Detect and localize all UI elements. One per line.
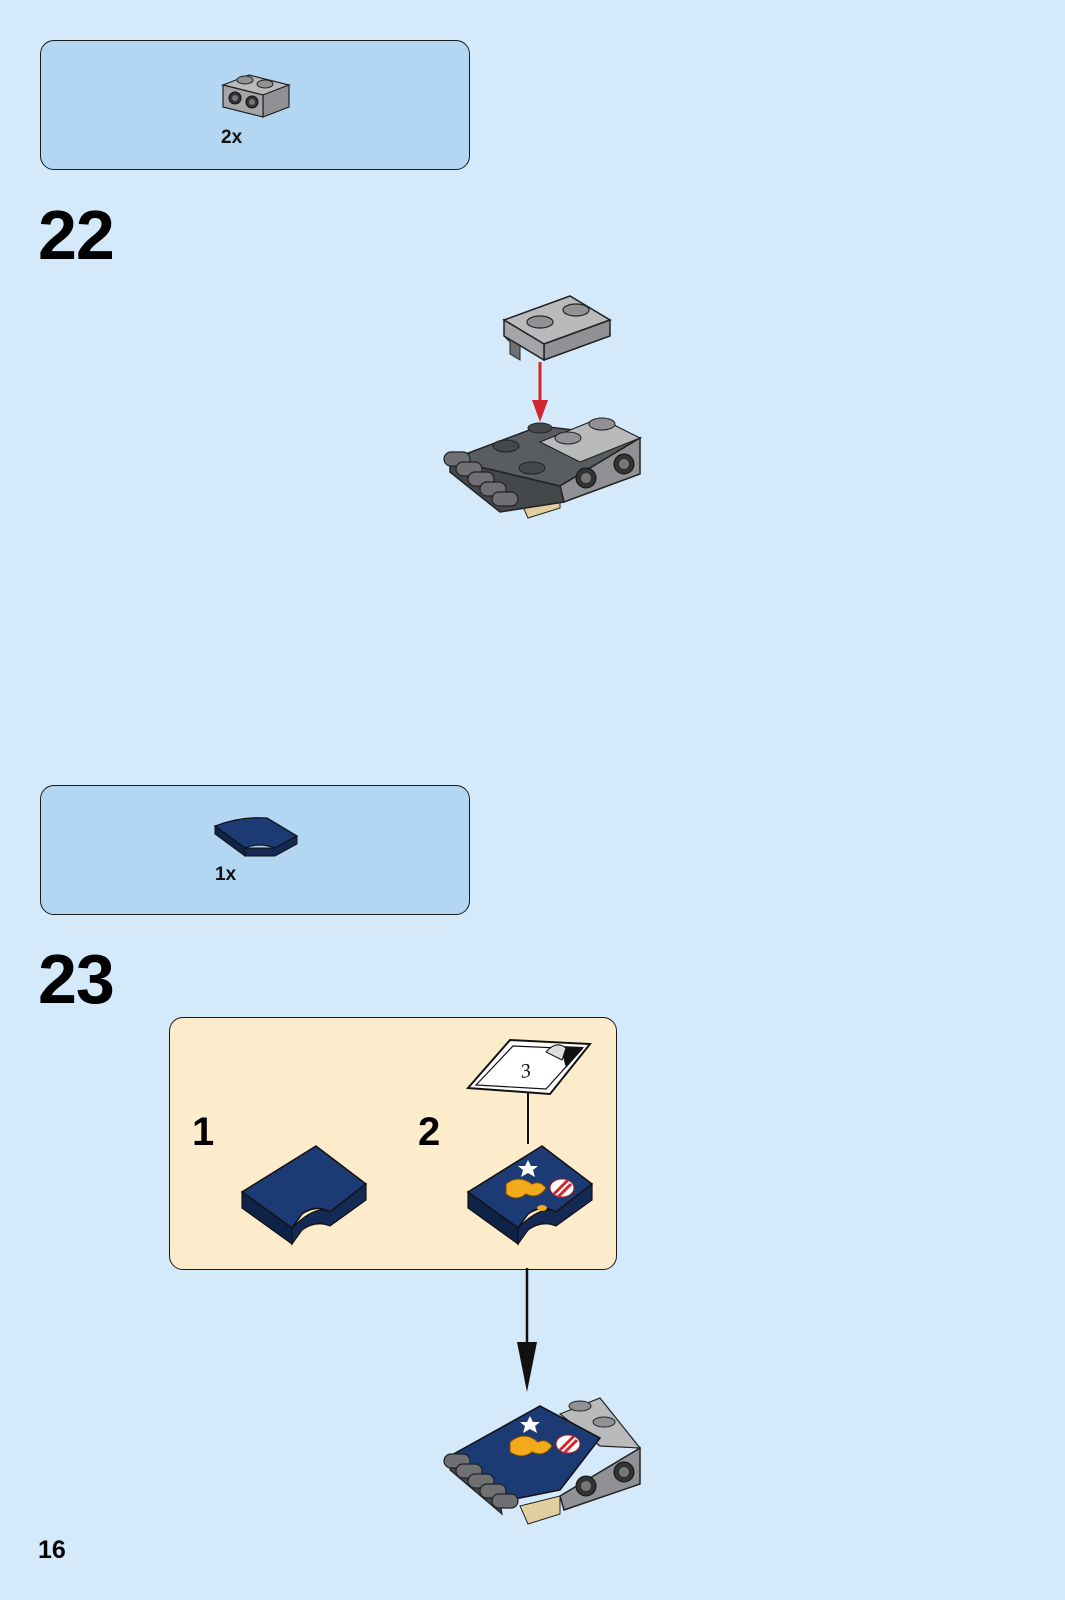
part-quantity: 2x — [221, 127, 242, 149]
bracket-part-icon — [219, 63, 299, 123]
step-number-23: 23 — [38, 944, 114, 1014]
step-23-assembly-illustration — [440, 1386, 660, 1536]
decorated-slope-illustration — [466, 1144, 606, 1254]
part-quantity: 1x — [215, 864, 236, 886]
sub-assembly-box: 1 2 3 — [169, 1017, 617, 1270]
sticker-leader-line — [527, 1092, 529, 1144]
curved-slope-part-icon — [211, 814, 301, 864]
substep-number-2: 2 — [418, 1112, 440, 1152]
curved-slope-illustration — [240, 1144, 380, 1254]
substep-number-1: 1 — [192, 1112, 214, 1152]
parts-callout-step-22: 2x — [40, 40, 470, 170]
sub-assembly-arrow — [507, 1268, 547, 1398]
sticker-3-icon: 3 — [466, 1038, 596, 1098]
page-number: 16 — [38, 1536, 66, 1565]
step-22-assembly-illustration — [440, 290, 660, 530]
parts-callout-step-23: 1x — [40, 785, 470, 915]
step-number-22: 22 — [38, 200, 114, 270]
